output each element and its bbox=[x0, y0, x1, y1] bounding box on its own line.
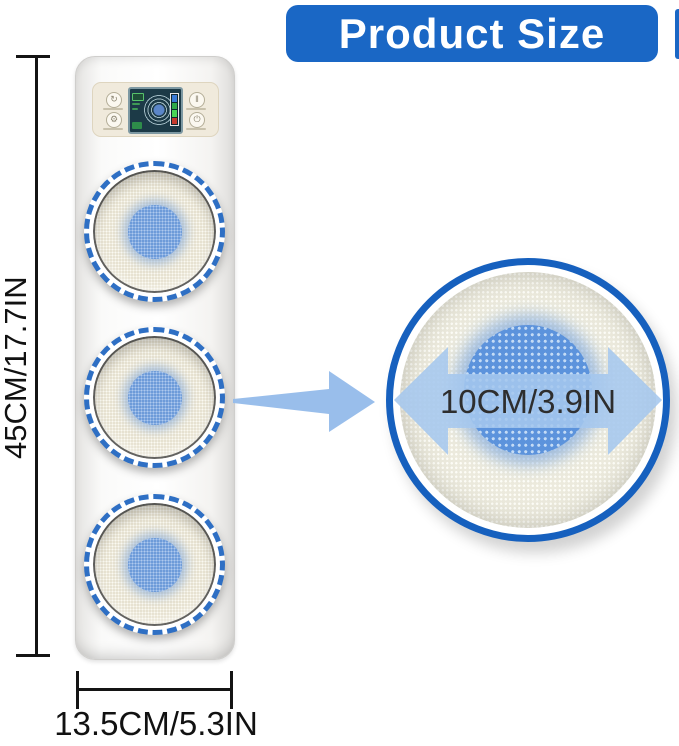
banner-edge-sliver bbox=[675, 9, 679, 59]
head-diameter-label: 10CM/3.9IN bbox=[439, 383, 617, 420]
button-caption bbox=[186, 108, 206, 110]
pause-icon: ‖ bbox=[195, 94, 199, 104]
brush-head-middle bbox=[84, 327, 225, 468]
brush-bristles bbox=[93, 170, 216, 293]
screen-timer-indicator bbox=[132, 93, 144, 101]
button-caption bbox=[186, 128, 206, 130]
brush-head-bottom bbox=[84, 494, 225, 635]
power-button: ⏻ bbox=[189, 112, 205, 128]
rotate-button: ↻ bbox=[106, 92, 122, 108]
height-dimension-top-cap bbox=[16, 55, 50, 58]
power-icon: ⏻ bbox=[193, 114, 201, 124]
rotate-icon: ↻ bbox=[110, 94, 118, 104]
height-label: 45CM/17.7IN bbox=[0, 276, 33, 460]
brush-head-top bbox=[84, 161, 225, 302]
gear-icon: ⚙ bbox=[109, 114, 119, 124]
width-dimension-left-cap bbox=[76, 671, 79, 709]
pause-button: ‖ bbox=[189, 92, 205, 108]
height-dimension-line bbox=[35, 56, 38, 657]
gauge-segment bbox=[172, 102, 177, 109]
brush-center-pad bbox=[127, 537, 182, 592]
control-panel: ↻ ⚙ ‖ ⏻ bbox=[92, 82, 219, 137]
height-dimension-bottom-cap bbox=[16, 654, 50, 657]
brush-bristles bbox=[93, 336, 216, 459]
screen-status-text bbox=[132, 108, 138, 110]
brush-center-pad bbox=[127, 204, 182, 259]
screen-level-gauge bbox=[170, 93, 179, 126]
device-body: ↻ ⚙ ‖ ⏻ bbox=[75, 56, 235, 660]
button-caption bbox=[103, 108, 123, 110]
button-caption bbox=[103, 128, 123, 130]
connector-arrow-icon bbox=[233, 371, 375, 432]
screen-mode-indicator bbox=[132, 122, 142, 129]
width-dimension-right-cap bbox=[230, 671, 233, 709]
gauge-segment bbox=[172, 110, 177, 117]
gauge-segment bbox=[172, 95, 177, 102]
mode-button: ⚙ bbox=[106, 112, 122, 128]
brush-center-pad bbox=[127, 370, 182, 425]
gauge-segment bbox=[172, 117, 177, 124]
screen-status-text bbox=[132, 103, 140, 105]
brush-bristles bbox=[93, 503, 216, 626]
page-title: Product Size bbox=[338, 9, 606, 57]
width-label: 13.5CM/5.3IN bbox=[54, 705, 258, 742]
width-dimension-line bbox=[76, 688, 233, 691]
display-screen bbox=[128, 87, 183, 134]
title-banner: Product Size bbox=[286, 5, 658, 62]
